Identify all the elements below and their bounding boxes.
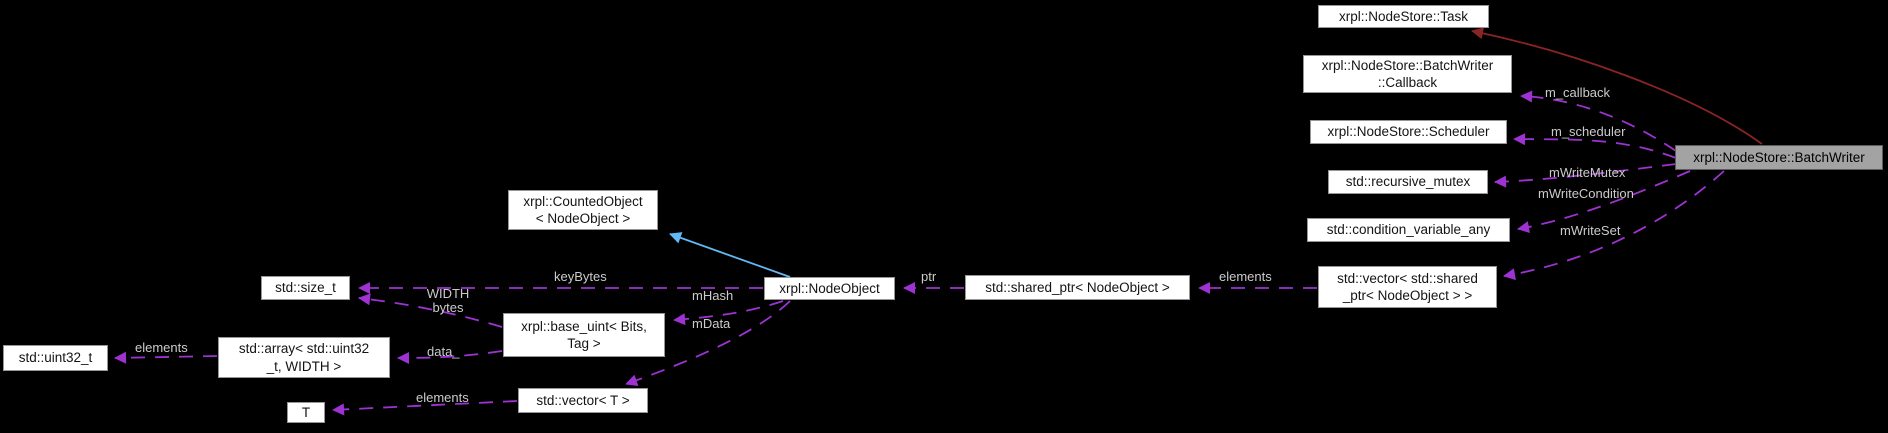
edge-label-keybytes: keyBytes (554, 269, 607, 284)
edge-mdata (625, 300, 791, 387)
edge-inherit-counted-object (669, 232, 791, 278)
edge-label-elements-vector-shared: elements (1219, 269, 1272, 284)
node-shared-ptr[interactable]: std::shared_ptr< NodeObject > (965, 275, 1190, 300)
edge-inherit-task (1471, 27, 1763, 145)
edge-mhash (673, 300, 784, 326)
edge-m-scheduler (1513, 133, 1677, 159)
edge-label-data: data_ (427, 344, 460, 359)
edge-label-m-callback: m_callback (1545, 85, 1611, 100)
edge-mwritecondition (1517, 170, 1691, 233)
node-task[interactable]: xrpl::NodeStore::Task (1318, 5, 1489, 28)
edge-label-ptr: ptr (921, 269, 937, 284)
node-uint32-t[interactable]: std::uint32_t (3, 345, 108, 371)
edge-label-mhash: mHash (692, 288, 734, 303)
node-nodeobject[interactable]: xrpl::NodeObject (764, 277, 895, 300)
node-batchwriter-main[interactable]: xrpl::NodeStore::BatchWriter (1675, 145, 1883, 170)
node-size-t[interactable]: std::size_t (261, 276, 350, 300)
edge-label-mwritemutex: mWriteMutex (1549, 165, 1626, 180)
node-recursive-mutex[interactable]: std::recursive_mutex (1328, 170, 1488, 194)
edge-elements-vector-t (332, 400, 518, 416)
edge-label-width-bytes: WIDTH bytes (426, 286, 470, 315)
node-scheduler[interactable]: xrpl::NodeStore::Scheduler (1310, 120, 1507, 144)
edge-label-mwritecondition: mWriteCondition (1538, 186, 1634, 201)
edge-label-m-scheduler: m_scheduler (1551, 124, 1626, 139)
edge-data (397, 350, 503, 364)
node-base-uint[interactable]: xrpl::base_uint< Bits, Tag > (503, 313, 665, 357)
node-batchwriter-callback[interactable]: xrpl::NodeStore::BatchWriter ::Callback (1303, 55, 1512, 93)
node-condition-variable-any[interactable]: std::condition_variable_any (1307, 218, 1510, 242)
edge-label-elements-vector-t: elements (416, 390, 469, 405)
node-counted-object[interactable]: xrpl::CountedObject < NodeObject > (508, 190, 658, 230)
edge-elements-array (114, 351, 218, 364)
node-t[interactable]: T (287, 402, 325, 423)
edge-mwriteset (1503, 170, 1725, 281)
node-vector-t[interactable]: std::vector< T > (518, 388, 648, 413)
edge-label-mwriteset: mWriteSet (1560, 223, 1621, 238)
edge-label-mdata: mData (692, 316, 731, 331)
node-array[interactable]: std::array< std::uint32 _t, WIDTH > (218, 337, 390, 378)
node-vector-shared-ptr[interactable]: std::vector< std::shared _ptr< NodeObjec… (1318, 266, 1497, 308)
edge-width-bytes (358, 293, 503, 328)
edge-label-elements-array: elements (135, 340, 188, 355)
edge-m-callback (1520, 90, 1677, 152)
